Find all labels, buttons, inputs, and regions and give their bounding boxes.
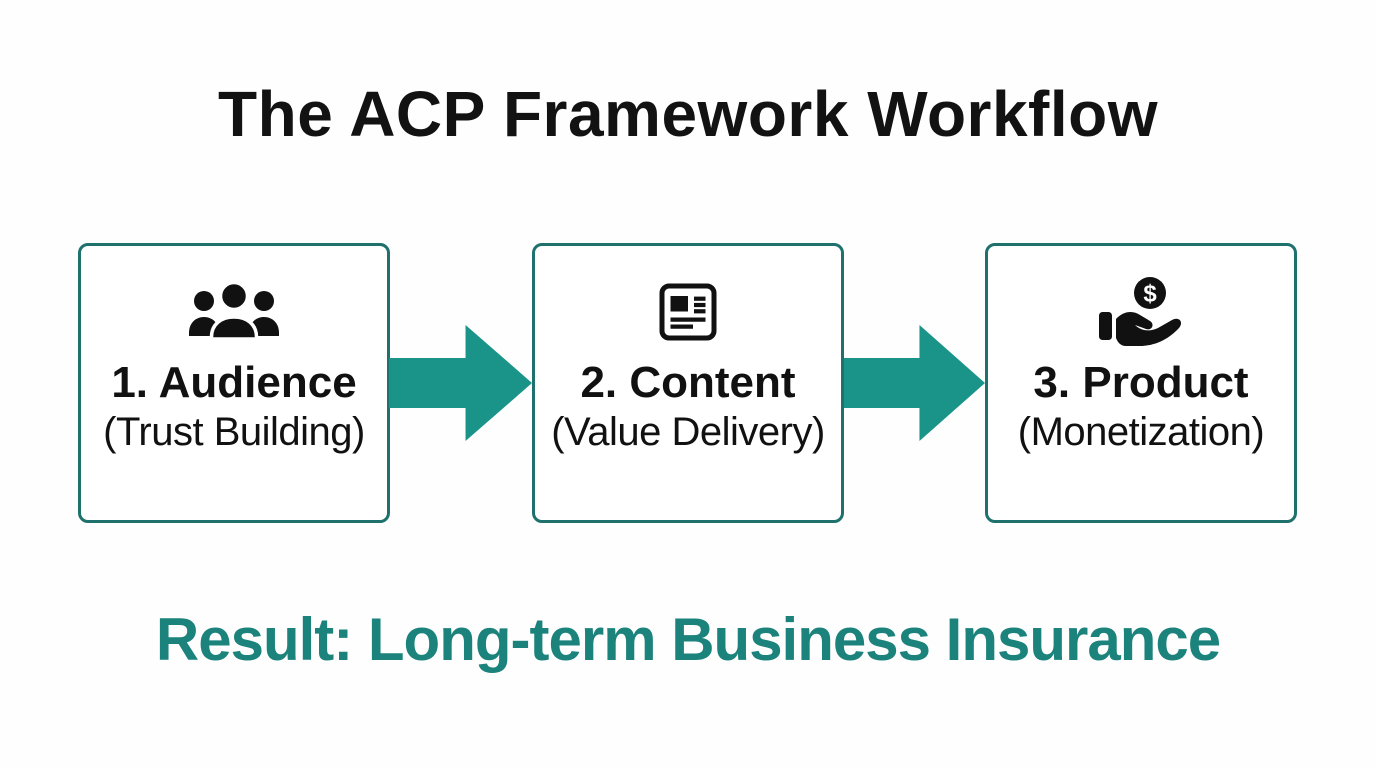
arrow-right-icon: [389, 325, 532, 441]
step-title: 3. Product: [1033, 358, 1249, 407]
step-subtitle: (Monetization): [1017, 410, 1265, 454]
step-title: 1. Audience: [111, 358, 357, 407]
people-icon: [188, 276, 280, 348]
newspaper-icon: [656, 276, 720, 348]
result-text: Result: Long-term Business Insurance: [155, 606, 1221, 673]
step-title: 2. Content: [580, 358, 796, 407]
arrow-right-icon: [844, 325, 985, 441]
hand-holding-dollar-icon: $: [1095, 276, 1187, 348]
page-title: The ACP Framework Workflow: [218, 78, 1158, 150]
step-box-content: 2. Content (Value Delivery): [532, 243, 844, 523]
dollar-coin-icon: [1134, 277, 1166, 309]
step-box-audience: 1. Audience (Trust Building): [78, 243, 390, 523]
step-subtitle: (Value Delivery): [551, 410, 825, 454]
step-subtitle: (Trust Building): [103, 410, 365, 454]
step-box-product: $ 3. Product (Monetization): [985, 243, 1297, 523]
dollar-sign: $: [1143, 281, 1157, 308]
